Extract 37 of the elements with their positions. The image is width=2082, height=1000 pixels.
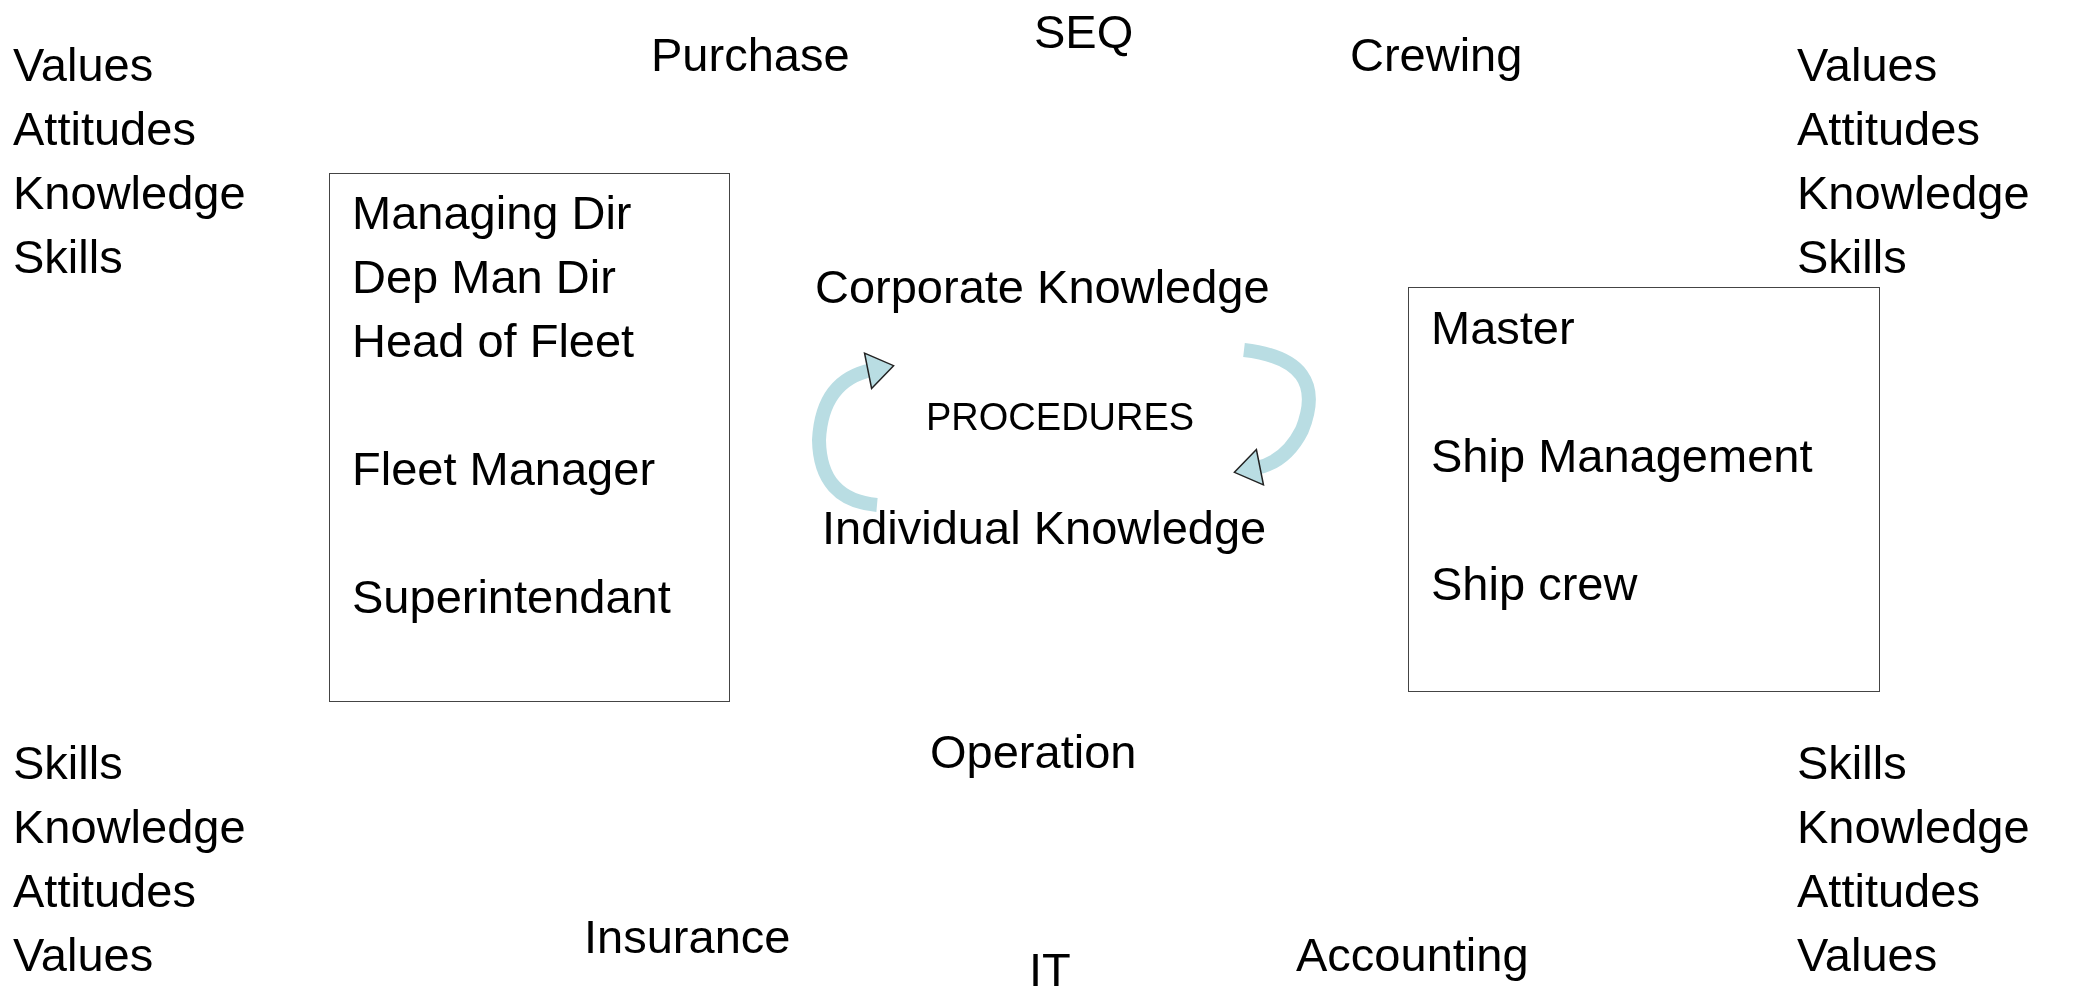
label-text: Accounting — [1296, 927, 1529, 983]
role-list-box — [1408, 287, 1880, 692]
label-text: Skills — [13, 229, 123, 285]
role-text: Managing Dir — [352, 185, 632, 241]
label-text: Attitudes — [1797, 101, 1980, 157]
label-text: Knowledge — [13, 165, 246, 221]
label-text: Attitudes — [13, 863, 196, 919]
role-text: Ship crew — [1431, 556, 1638, 612]
label-text: Knowledge — [1797, 165, 2030, 221]
label-text: IT — [1029, 942, 1071, 998]
role-text: Head of Fleet — [352, 313, 635, 369]
label-text: Skills — [13, 735, 123, 791]
label-text: Attitudes — [13, 101, 196, 157]
role-list-box — [329, 173, 730, 702]
label-text: Values — [13, 37, 154, 93]
role-text: Master — [1431, 300, 1575, 356]
label-text: Knowledge — [13, 799, 246, 855]
concept-text: Individual Knowledge — [822, 496, 1267, 560]
label-text: Purchase — [651, 27, 850, 83]
role-text: Ship Management — [1431, 428, 1813, 484]
label-text: PROCEDURES — [926, 395, 1195, 440]
label-text: Skills — [1797, 735, 1907, 791]
role-text: Superintendant — [352, 569, 671, 625]
label-text: Values — [13, 927, 154, 983]
label-text: Values — [1797, 37, 1938, 93]
label-text: Crewing — [1350, 27, 1523, 83]
role-text: Dep Man Dir — [352, 249, 616, 305]
label-text: Operation — [930, 724, 1137, 780]
curved-arrow — [1233, 343, 1316, 486]
role-text: Fleet Manager — [352, 441, 656, 497]
label-text: Knowledge — [1797, 799, 2030, 855]
label-text: Insurance — [584, 909, 791, 965]
label-text: Skills — [1797, 229, 1907, 285]
label-text: Values — [1797, 927, 1938, 983]
label-text: Attitudes — [1797, 863, 1980, 919]
concept-text: Corporate Knowledge — [815, 255, 1270, 319]
label-text: SEQ — [1034, 4, 1134, 60]
